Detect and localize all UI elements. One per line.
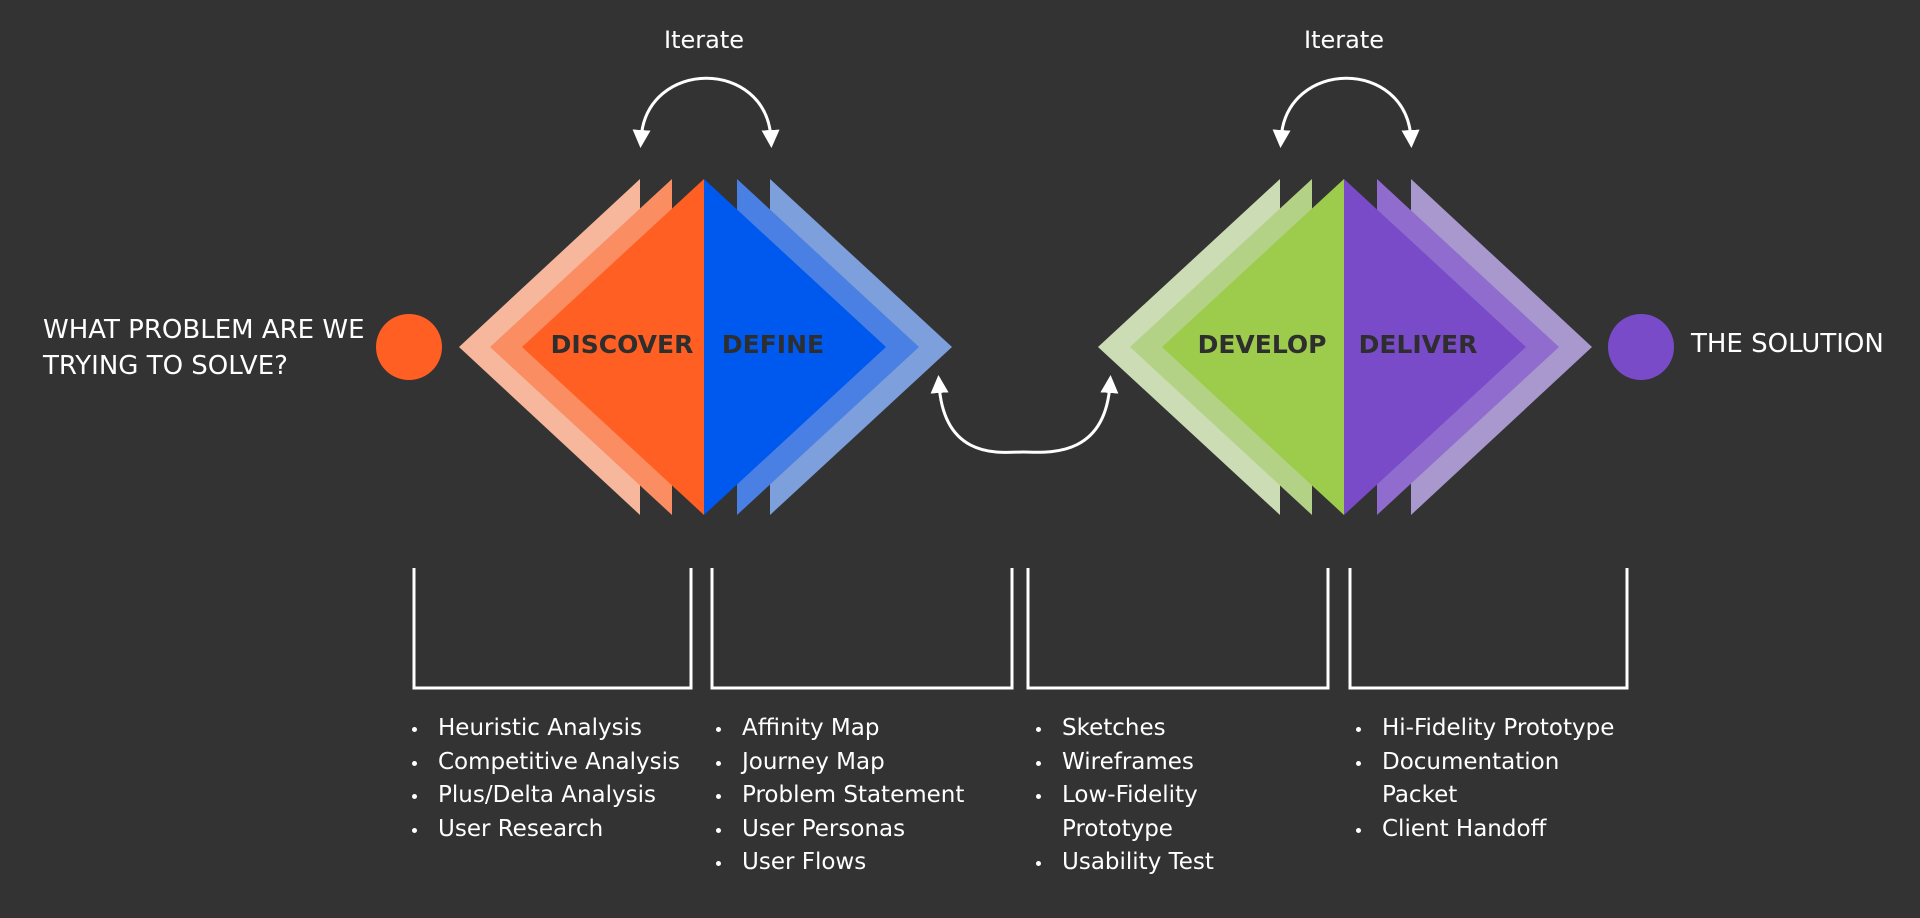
list-item: Heuristic Analysis xyxy=(410,712,680,746)
list-item: Competitive Analysis xyxy=(410,746,680,780)
list-item: Hi-Fidelity Prototype xyxy=(1354,712,1614,746)
list-item: Prototype xyxy=(1062,815,1173,842)
problem-line-2: TRYING TO SOLVE? xyxy=(43,351,288,381)
list-item: Plus/Delta Analysis xyxy=(410,779,680,813)
list-item: User Flows xyxy=(714,846,964,880)
list-item: Packet xyxy=(1382,782,1458,808)
define-label: DEFINE xyxy=(722,330,824,359)
bracket-deliver xyxy=(1348,568,1629,690)
list-item: User Personas xyxy=(714,813,964,847)
iterate-label-left: Iterate xyxy=(663,26,744,54)
develop-label: DEVELOP xyxy=(1198,330,1327,359)
bracket-define xyxy=(710,568,1014,690)
discover-label: DISCOVER xyxy=(551,330,694,359)
list-item: Affinity Map xyxy=(714,712,964,746)
list-item: User Research xyxy=(410,813,680,847)
solution-text: THE SOLUTION xyxy=(1691,329,1884,359)
discover-triangle xyxy=(522,179,704,515)
list-item: Wireframes xyxy=(1034,746,1214,780)
deliver-triangle xyxy=(1344,179,1526,515)
iterate-label-right: Iterate xyxy=(1303,26,1384,54)
bracket-discover xyxy=(412,568,693,690)
problem-question: WHAT PROBLEM ARE WE TRYING TO SOLVE? xyxy=(43,312,365,384)
problem-circle xyxy=(376,314,442,380)
define-triangle xyxy=(704,179,886,515)
iterate-arrow-left xyxy=(612,70,642,140)
list-item: Client Handoff xyxy=(1354,813,1614,847)
problem-line-1: WHAT PROBLEM ARE WE xyxy=(43,315,365,345)
bracket-develop xyxy=(1026,568,1330,690)
solution-circle xyxy=(1608,314,1674,380)
list-item: Low-Fidelity xyxy=(1034,779,1214,813)
list-item: Documentation xyxy=(1354,746,1614,780)
deliver-label: DELIVER xyxy=(1359,330,1478,359)
list-item: Usability Test xyxy=(1034,846,1214,880)
list-item: Journey Map xyxy=(714,746,964,780)
develop-triangle xyxy=(1162,179,1344,515)
list-item: Sketches xyxy=(1034,712,1214,746)
iterate-arc-left xyxy=(632,76,780,148)
list-item: Problem Statement xyxy=(714,779,964,813)
connector-arrow xyxy=(930,375,1119,454)
iterate-arc-right xyxy=(1272,76,1420,148)
